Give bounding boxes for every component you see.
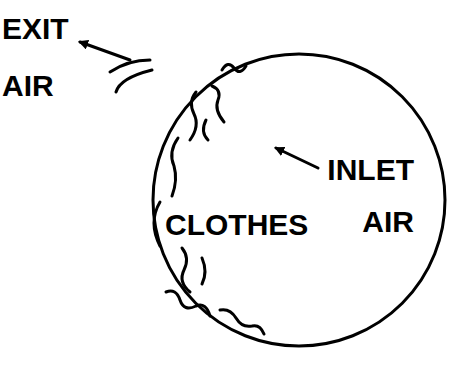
exit-arrow [80, 42, 130, 60]
clothes-label: CLOTHES [165, 199, 345, 251]
inlet-label: INLET AIR [318, 144, 414, 248]
drum-circle: CLOTHESINLET AIR [151, 52, 447, 348]
flow-label: EXIT AIR [2, 0, 77, 114]
inlet-arrow [276, 148, 318, 168]
airflow-stroke [110, 60, 150, 72]
drum-outline [151, 52, 447, 348]
airflow-stroke [116, 70, 152, 92]
